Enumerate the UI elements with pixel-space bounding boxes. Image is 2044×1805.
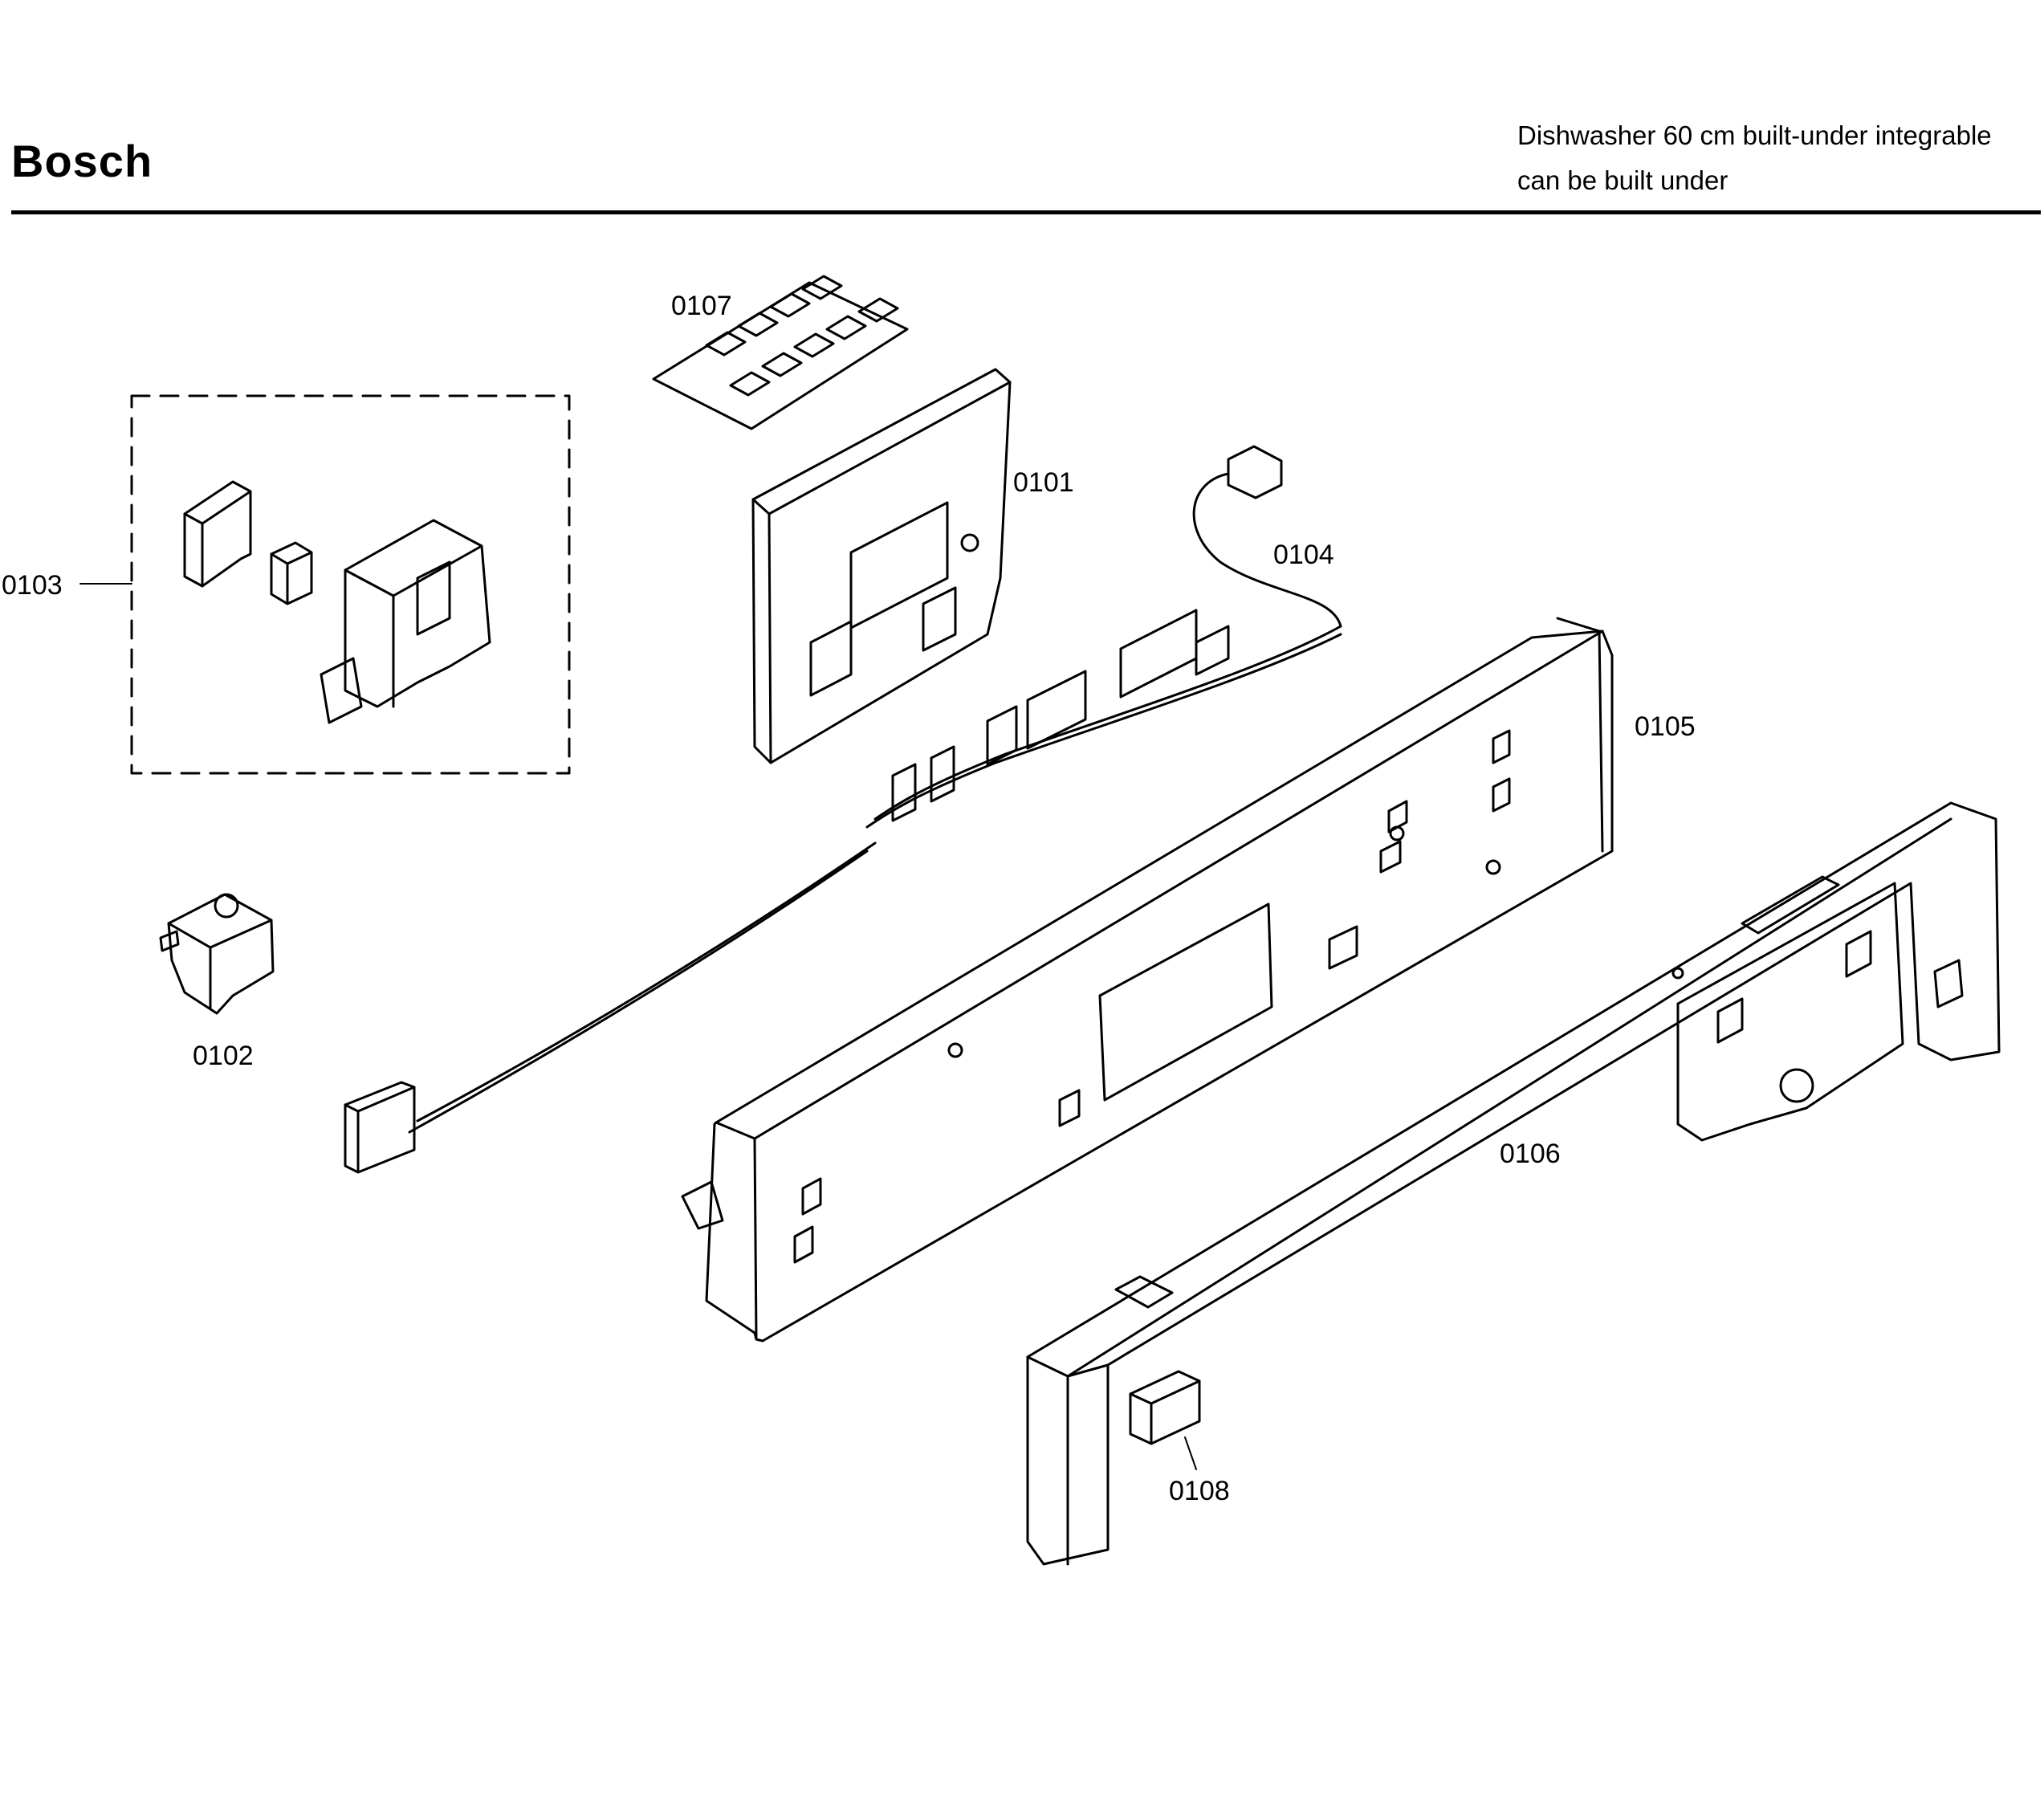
part-0101	[751, 368, 1012, 764]
callout-0101: 0101	[1013, 467, 1074, 498]
model-subdescription: can be built under	[1517, 165, 1728, 195]
part-0108	[1129, 1370, 1201, 1470]
part-0103-group	[79, 394, 571, 775]
callout-0106: 0106	[1500, 1139, 1561, 1169]
part-0104	[344, 445, 1342, 1174]
callout-0104: 0104	[1273, 540, 1334, 570]
callout-0108: 0108	[1169, 1476, 1230, 1506]
callout-0107: 0107	[671, 291, 732, 321]
part-0106	[1026, 801, 2001, 1566]
header-divider	[11, 210, 2041, 214]
part-0105	[681, 617, 1614, 1343]
brand-title: Bosch	[11, 136, 153, 186]
part-0102	[159, 893, 275, 1015]
part-0107	[652, 275, 909, 430]
model-description: Dishwasher 60 cm built-under integrable	[1517, 120, 1992, 150]
callout-0102: 0102	[193, 1041, 254, 1071]
callout-0103: 0103	[2, 570, 63, 601]
callout-0105: 0105	[1635, 711, 1696, 742]
